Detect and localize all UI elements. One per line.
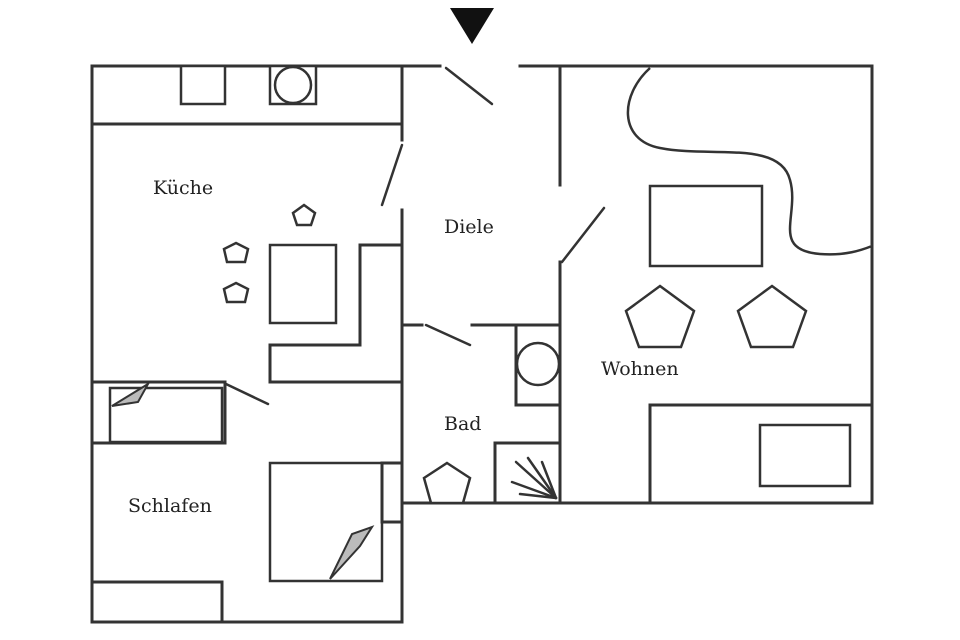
pentagon-stool-icon [291, 203, 317, 227]
wardrobe [108, 386, 224, 444]
room-label-kueche: Küche [153, 177, 213, 199]
kitchen-furniture [179, 64, 338, 325]
room-label-wohnen: Wohnen [601, 358, 679, 380]
kitchen-cabinet [179, 64, 227, 106]
door-bedroom [224, 382, 270, 406]
bedroom-furniture [108, 381, 404, 583]
door-living [560, 206, 606, 264]
fold-corner-icon [111, 381, 151, 407]
kitchen-table [268, 243, 338, 325]
pentagon-stool-icon [736, 284, 808, 349]
pentagon-stool-icon [624, 284, 696, 349]
coffee-table [648, 184, 764, 268]
entrance-arrow-icon [450, 8, 494, 44]
door-kitchen [380, 143, 404, 207]
outer-walls [90, 64, 874, 624]
tv-cabinet [758, 423, 852, 488]
room-label-schlafen: Schlafen [128, 495, 212, 517]
bath-furniture [422, 341, 561, 505]
bed [268, 461, 384, 583]
door-entrance [444, 66, 494, 106]
circle-sink-icon [515, 341, 561, 387]
room-label-diele: Diele [444, 216, 494, 238]
shower-head-icon [510, 456, 558, 500]
blanket-fold-icon [329, 525, 375, 580]
pentagon-stool-icon [222, 241, 250, 264]
stove-burner-icon [273, 65, 313, 105]
living-furniture [624, 67, 874, 505]
door-bath [424, 323, 472, 347]
pentagon-stool-icon [422, 461, 472, 505]
doors [224, 66, 606, 406]
interior-walls [90, 64, 562, 624]
room-label-bad: Bad [444, 413, 481, 435]
plant-icon [626, 67, 873, 256]
pentagon-stool-icon [222, 281, 250, 304]
